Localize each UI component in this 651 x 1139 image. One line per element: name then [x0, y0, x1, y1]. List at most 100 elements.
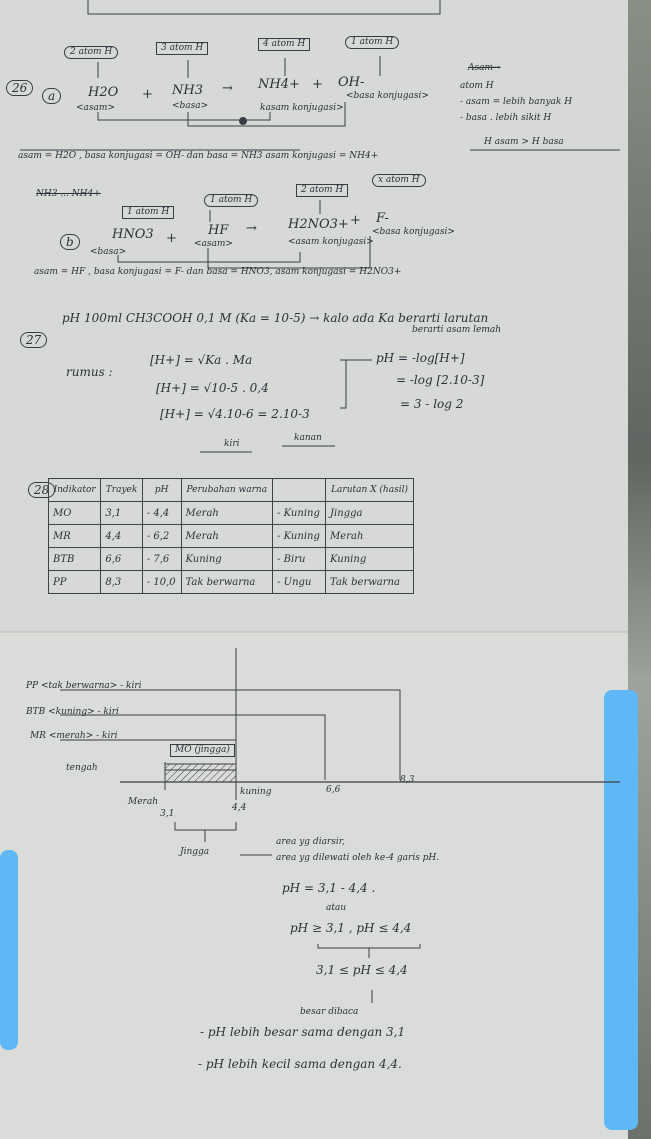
cell-trayek-low: 8,3 [100, 570, 143, 594]
cell-trayek-low: 6,6 [100, 547, 143, 571]
q27-note2: berarti asam lemah [412, 325, 502, 335]
table-row: BTB 6,6 - 7,6 Kuning - Biru Kuning [47, 547, 414, 571]
cell-trayek-low: 3,1 [100, 501, 143, 525]
q26b-f: F- [376, 211, 389, 226]
q26b-summary: asam = HF , basa konjugasi = F- dan basa… [34, 267, 402, 277]
diagram-atau: atau [326, 903, 347, 913]
q26b-tag-2: 1 atom H [204, 194, 259, 207]
cell-trayek-high: - 4,4 [141, 501, 182, 525]
side-note-line-2: - asam = lebih banyak H [460, 97, 573, 107]
q27-rumus-label: rumus : [66, 365, 113, 379]
diagram-range-3: 3,1 ≤ pH ≤ 4,4 [316, 963, 408, 977]
q26b-hno3: HNO3 [112, 227, 154, 242]
table-row: MO 3,1 - 4,4 Merah - Kuning Jingga [47, 501, 414, 525]
q28-kiri: kiri [224, 439, 240, 449]
header-indikator: Indikator [47, 478, 102, 502]
table-row: MR 4,4 - 6,2 Merah - Kuning Merah [47, 524, 414, 548]
q26b-tag-3: 2 atom H [296, 184, 349, 197]
q27-number: 27 [20, 332, 48, 348]
diagram-range-2: pH ≥ 3,1 , pH ≤ 4,4 [290, 921, 412, 935]
diagram-conclusion-2: - pH lebih kecil sama dengan 4,4. [198, 1057, 402, 1071]
header-blank [272, 478, 327, 502]
indicator-table: Indikator Trayek pH Perubahan warna Laru… [47, 478, 414, 594]
q26a-nh3: NH3 [172, 83, 203, 98]
cell-trayek-high: - 6,2 [141, 524, 182, 548]
cell-indicator: PP [47, 570, 102, 594]
cell-color-low: Kuning [180, 547, 274, 571]
axis-kuning: kuning [240, 787, 272, 797]
q26b-hf-role: <asam> [194, 239, 233, 249]
q26a-oh-role: <basa konjugasi> [346, 91, 429, 101]
cell-trayek-high: - 7,6 [141, 547, 182, 571]
header-trayek: Trayek [100, 478, 143, 502]
cell-color-low: Tak berwarna [180, 570, 274, 594]
cell-color-high: - Ungu [272, 570, 327, 594]
q26b-label: b [60, 234, 80, 250]
cell-result: Kuning [325, 547, 414, 571]
diagram-label-mo: MO (jingga) [170, 744, 235, 757]
cell-indicator: BTB [47, 547, 102, 571]
q27-eq1: [H+] = √Ka . Ma [150, 353, 253, 367]
q26b-h2no3: H2NO3+ [288, 217, 349, 232]
q26a-tag-1: 2 atom H [64, 46, 119, 59]
blue-scribble-right [604, 690, 638, 1130]
q26b-hf: HF [208, 223, 229, 238]
axis-v3: 6,6 [326, 785, 341, 795]
q26a-tag-3: 4 atom H [258, 38, 311, 51]
q26a-h2o-role: <asam> [76, 103, 115, 113]
cell-color-low: Merah [180, 501, 274, 525]
diagram-range-1: pH = 3,1 - 4,4 . [282, 881, 376, 895]
q26b-plus2: + [350, 213, 361, 228]
cell-color-high: - Kuning [272, 524, 327, 548]
axis-v4: 8,3 [400, 775, 415, 785]
q26a-plus2: + [312, 77, 323, 92]
q26b-tag-1: 1 atom H [122, 206, 175, 219]
q26b-tag-4: x atom H [372, 174, 426, 187]
q27-ph2: = -log [2.10-3] [396, 373, 485, 387]
q26b-f-role: <basa konjugasi> [372, 227, 455, 237]
side-note-line-4: H asam > H basa [484, 137, 564, 147]
diagram-label-btb: BTB <kuning> - kiri [26, 707, 119, 717]
diagram-label-pp: PP <tak berwarna> - kiri [26, 681, 142, 691]
side-note-line-1: atom H [460, 81, 494, 91]
cell-color-high: - Biru [272, 547, 327, 571]
header-ph: pH [141, 478, 182, 502]
q26a-arrow: → [222, 81, 233, 96]
notebook-page-lower [0, 632, 628, 1139]
axis-merah: Merah [128, 797, 159, 807]
q27-ph1: pH = -log[H+] [376, 351, 465, 365]
q26b-plus: + [166, 231, 177, 246]
q27-ph3: = 3 - log 2 [400, 397, 464, 411]
table-row: PP 8,3 - 10,0 Tak berwarna - Ungu Tak be… [47, 570, 414, 594]
blue-scribble-left [0, 850, 18, 1050]
side-note-title: Asam→ [468, 63, 501, 73]
q26a-h2o: H2O [88, 85, 119, 100]
q26-number: 26 [6, 80, 34, 96]
q27-eq3: [H+] = √4.10-6 = 2.10-3 [160, 407, 310, 421]
diagram-label-mr: MR <merah> - kiri [30, 731, 118, 741]
q26a-plus: + [142, 87, 153, 102]
diagram-expl-2: area yg dilewati oleh ke-4 garis pH. [276, 853, 440, 863]
header-perubahan-warna: Perubahan warna [180, 478, 274, 502]
cell-result: Tak berwarna [325, 570, 414, 594]
cell-indicator: MR [47, 524, 102, 548]
q26b-crossed: NH3 ... NH4+ [36, 189, 101, 199]
side-note-line-3: - basa . lebih sikit H [460, 113, 552, 123]
q27-eq2: [H+] = √10-5 . 0,4 [156, 381, 269, 395]
q26a-tag-4: 1 atom H [345, 36, 400, 49]
diagram-jingga: Jingga [180, 847, 210, 857]
axis-v2: 4,4 [232, 803, 247, 813]
header-larutan-x: Larutan X (hasil) [325, 478, 414, 502]
diagram-conclusion-1: - pH lebih besar sama dengan 3,1 [200, 1025, 406, 1039]
cell-trayek-low: 4,4 [100, 524, 143, 548]
diagram-label-tengah: tengah [66, 763, 98, 773]
cell-indicator: MO [47, 501, 102, 525]
q26a-summary: asam = H2O , basa konjugasi = OH- dan ba… [18, 151, 379, 161]
q26a-label: a [42, 88, 62, 104]
diagram-cara: besar dibaca [300, 1007, 359, 1017]
q26a-oh: OH- [338, 75, 365, 90]
cell-result: Jingga [325, 501, 414, 525]
q26a-nh4: NH4+ [258, 77, 300, 92]
q28-kanan: kanan [294, 433, 322, 443]
